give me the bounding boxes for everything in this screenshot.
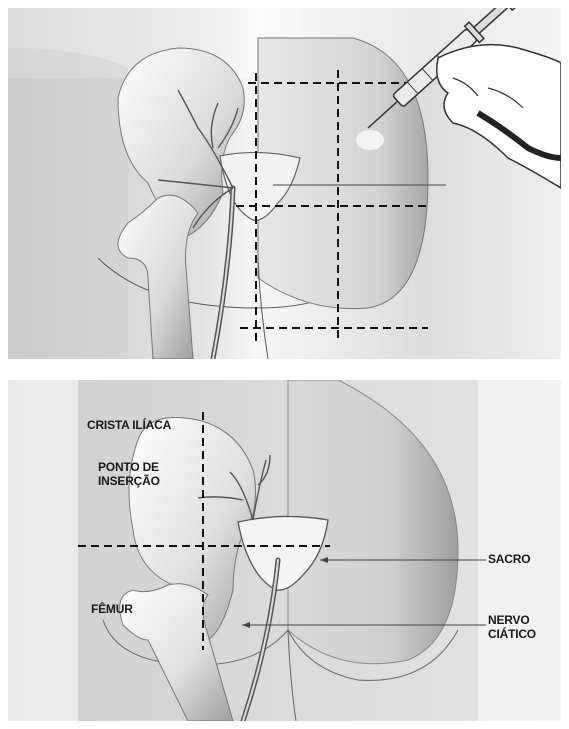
label-crista-iliaca: CRISTA ILÍACA	[87, 418, 171, 432]
label-sacro: SACRO	[488, 552, 530, 566]
top-hip-illustration	[8, 8, 561, 359]
bottom-illustration-panel: CRISTA ILÍACA PONTO DE INSERÇÃO SACRO FÊ…	[8, 380, 561, 721]
injection-spot	[356, 130, 384, 150]
top-illustration-panel	[8, 8, 561, 359]
label-ponto-insercao: PONTO DE INSERÇÃO	[98, 460, 160, 488]
label-nervo-ciatico: NERVO CIÁTICO	[488, 613, 536, 641]
label-femur: FÊMUR	[91, 602, 133, 616]
